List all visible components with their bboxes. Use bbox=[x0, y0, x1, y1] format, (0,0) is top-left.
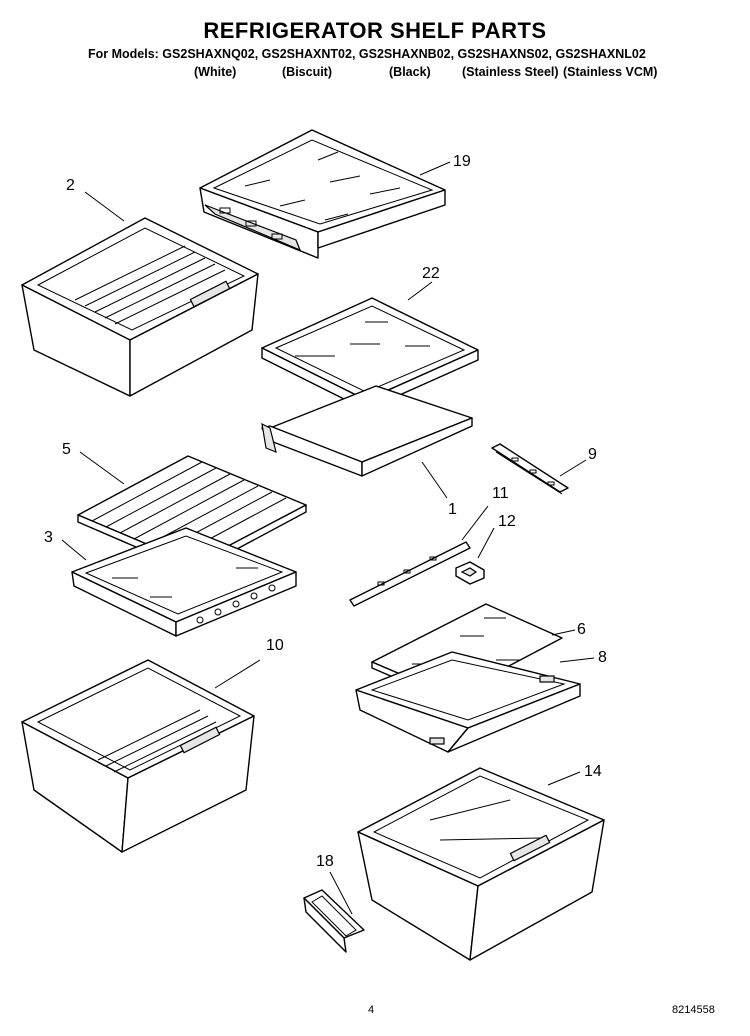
document-number: 8214558 bbox=[672, 1004, 715, 1016]
model-list: For Models: GS2SHAXNQ02, GS2SHAXNT02, GS… bbox=[88, 47, 646, 61]
callout-2: 2 bbox=[66, 177, 75, 194]
part-1-shelf-frame bbox=[261, 385, 473, 477]
callout-14: 14 bbox=[584, 763, 602, 780]
callout-9: 9 bbox=[588, 446, 597, 463]
part-9-side-rail bbox=[491, 443, 569, 495]
variant-white: (White) bbox=[194, 65, 237, 79]
callout-5: 5 bbox=[62, 441, 71, 458]
part-8-frame-tray bbox=[355, 651, 581, 753]
page-number: 4 bbox=[368, 1004, 375, 1016]
part-19-glass-shelf bbox=[199, 129, 446, 259]
callout-19: 19 bbox=[453, 153, 471, 170]
callout-22: 22 bbox=[422, 265, 440, 282]
callout-8: 8 bbox=[598, 649, 607, 666]
callout-10: 10 bbox=[266, 637, 284, 654]
part-11-support-bar bbox=[349, 541, 471, 607]
part-14-crisper-bin bbox=[357, 767, 605, 961]
callout-6: 6 bbox=[577, 621, 586, 638]
part-12-clip bbox=[455, 561, 485, 585]
page-title: REFRIGERATOR SHELF PARTS bbox=[203, 18, 547, 43]
variant-stainless-vcm: (Stainless VCM) bbox=[563, 65, 658, 79]
callout-18: 18 bbox=[316, 853, 334, 870]
callout-12: 12 bbox=[498, 513, 516, 530]
callout-11: 11 bbox=[492, 485, 509, 502]
part-3-cover-frame bbox=[71, 527, 297, 637]
variant-black: (Black) bbox=[389, 65, 431, 79]
part-10-deli-bin bbox=[21, 659, 255, 853]
callout-1: 1 bbox=[448, 501, 457, 518]
callout-3: 3 bbox=[44, 529, 53, 546]
part-2-crisper-drawer bbox=[21, 217, 259, 397]
variant-stainless-steel: (Stainless Steel) bbox=[462, 65, 559, 79]
variant-biscuit: (Biscuit) bbox=[282, 65, 332, 79]
part-18-label-card bbox=[303, 889, 365, 953]
